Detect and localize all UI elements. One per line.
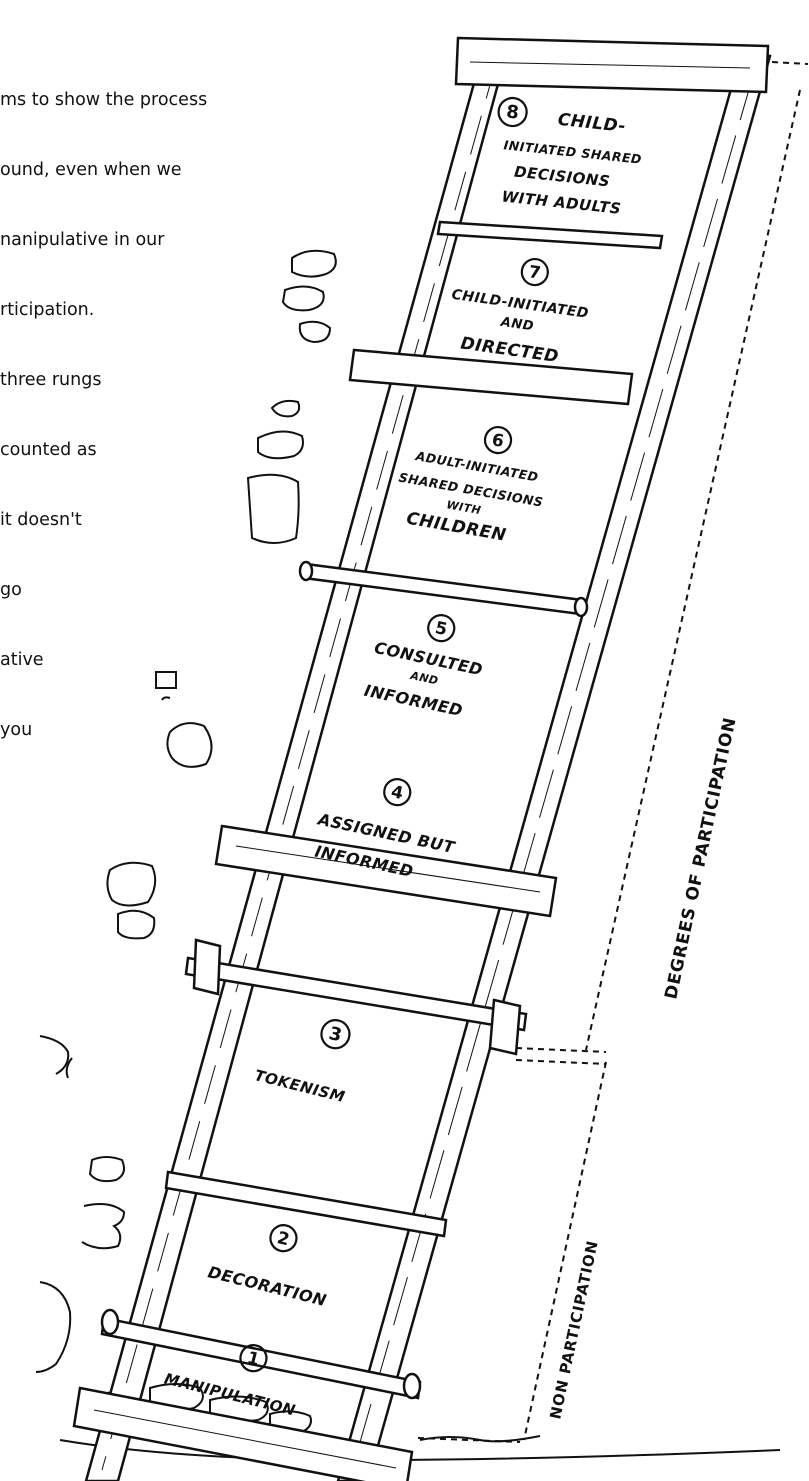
rung-number: 3 [327, 1023, 344, 1046]
rung-8-label: 8 CHILD- INITIATED SHARED DECISIONS WITH… [489, 97, 647, 220]
rung-number: 6 [490, 430, 505, 452]
rung-number: 8 [505, 101, 520, 123]
rung-7-label: 7 CHILD-INITIATED AND DIRECTED [444, 248, 596, 370]
non-participation-label: NON PARTICIPATION [546, 1239, 602, 1421]
rung-text: WITH ADULTS [501, 187, 622, 217]
bracket-degrees-of-participation [516, 62, 808, 1064]
rung-number: 4 [389, 782, 405, 804]
rung-text: TOKENISM [253, 1066, 347, 1106]
rung-5-label: 5 CONSULTED AND INFORMED [363, 602, 493, 722]
ladder-rails [86, 40, 770, 1481]
rung-text: CHILD- [557, 110, 627, 137]
rung-text: INFORMED [363, 681, 465, 720]
rung-2-label: 2 DECORATION [206, 1210, 342, 1310]
degrees-of-participation-label: DEGREES OF PARTICIPATION [661, 715, 740, 1001]
rung-3-label: 3 TOKENISM [253, 1004, 363, 1106]
rung-text: CHILDREN [405, 509, 508, 546]
rung-number: 2 [275, 1228, 291, 1250]
rung-text: DECISIONS [513, 163, 611, 191]
rung-text: AND [499, 315, 535, 335]
rung-text: DECORATION [206, 1262, 329, 1310]
rung-text: WITH [445, 498, 482, 517]
rung-number: 7 [527, 262, 542, 283]
rung-number: 5 [433, 618, 449, 640]
rung-text: AND [408, 669, 439, 688]
rung-6-label: 6 ADULT-INITIATED SHARED DECISIONS WITH … [390, 411, 554, 551]
rung-text: INITIATED SHARED [503, 137, 643, 166]
